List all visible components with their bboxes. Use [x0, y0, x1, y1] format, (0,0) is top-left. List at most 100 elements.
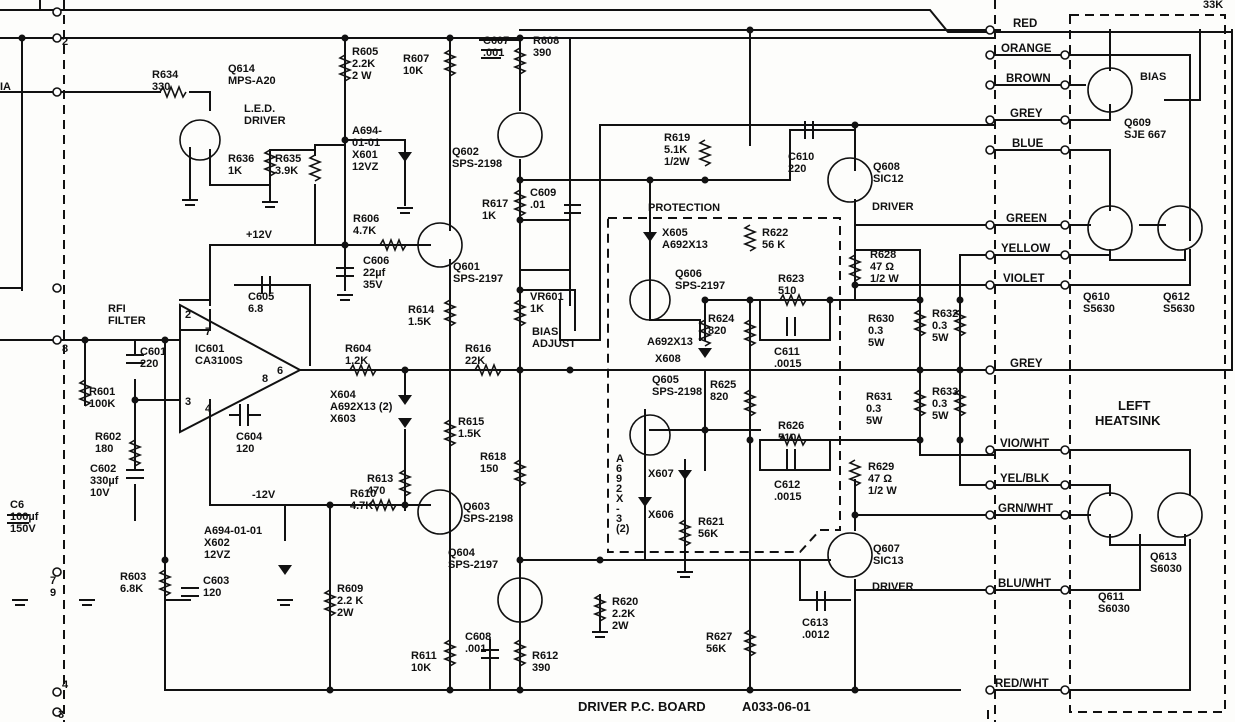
label-r635-line: R635: [275, 153, 301, 165]
grounds: [12, 199, 693, 638]
label-minus12: -12V: [252, 489, 276, 501]
label-r602-line: 180: [95, 443, 113, 455]
junction-dots: [18, 26, 964, 694]
label-drv1: DRIVER: [872, 201, 914, 213]
label-ic601-line: CA3100S: [195, 355, 243, 367]
label-c612-line: C612: [774, 479, 800, 491]
label-r625-line: 820: [710, 391, 728, 403]
label-r606-line: R606: [353, 213, 379, 225]
wire-label-blue: BLUE: [1012, 138, 1044, 150]
label-x604-line: A692X13 (2): [330, 401, 393, 413]
label-r614-line: R614: [408, 304, 435, 316]
label-plus12-line: +12V: [246, 229, 273, 241]
label-r629-line: 1/2 W: [868, 485, 897, 497]
label-c612-line: .0015: [774, 491, 802, 503]
label-r625-line: R625: [710, 379, 736, 391]
label-r628-line: R628: [870, 249, 896, 261]
label-c6-line: 100µf: [10, 511, 39, 523]
label-c608-line: C608: [465, 631, 491, 643]
label-r601-line: 100K: [89, 398, 115, 410]
label-r636-line: R636: [228, 153, 254, 165]
wire-label-grey-2: GREY: [1010, 358, 1043, 370]
label-x608-line: X608: [655, 353, 681, 365]
label-r632-line: 5W: [932, 332, 949, 344]
label-q602-line: Q602: [452, 146, 479, 158]
ic601-opamp: [179, 303, 303, 434]
board-title: DRIVER P.C. BOARD: [578, 699, 706, 714]
label-c613: C613.0012: [802, 617, 830, 641]
label-c603-line: 120: [203, 587, 221, 599]
label-r626-line: 510: [778, 432, 796, 444]
label-a692b: A692X13: [647, 336, 693, 348]
label-c613-line: C613: [802, 617, 828, 629]
label-biasq-line: BIAS: [1140, 71, 1166, 83]
label-x607: X607: [648, 468, 674, 480]
label-c611-line: .0015: [774, 358, 802, 370]
label-q612-line: S5630: [1163, 303, 1195, 315]
heatsink-label-1: LEFT: [1118, 398, 1151, 413]
label-r632-line: R632: [932, 308, 958, 320]
label-q613-line: S6030: [1150, 563, 1182, 575]
label-r603-line: R603: [120, 571, 146, 583]
label-r620-line: R620: [612, 596, 638, 608]
label-plus12: +12V: [246, 229, 273, 241]
label-q614-line: MPS-A20: [228, 75, 276, 87]
label-a694b-line: X602: [204, 537, 230, 549]
pin-7: 7: [205, 326, 211, 338]
label-r604-line: 1.2K: [345, 355, 368, 367]
label-r634-line: 330: [152, 81, 170, 93]
label-r622-line: 56 K: [762, 239, 785, 251]
label-c609-line: C609: [530, 187, 556, 199]
label-r618-line: 150: [480, 463, 498, 475]
label-q610-line: S5630: [1083, 303, 1115, 315]
label-r611-line: 10K: [411, 662, 431, 674]
label-q609-line: Q609: [1124, 117, 1151, 129]
diodes: [278, 152, 712, 575]
label-r604-line: R604: [345, 343, 372, 355]
label-a694a-line: 12VZ: [352, 161, 379, 173]
label-c611-line: C611: [774, 346, 800, 358]
label-c608: C608.001: [465, 631, 491, 655]
label-q607-line: Q607: [873, 543, 900, 555]
label-c601-line: C601: [140, 346, 166, 358]
label-r630-line: 5W: [868, 337, 885, 349]
label-c609-line: .01: [530, 199, 545, 211]
label-r629-line: 47 Ω: [868, 473, 892, 485]
label-r624-line: 820: [708, 325, 726, 337]
label-c607: C607.001: [483, 35, 509, 59]
label-r609-line: 2.2 K: [337, 595, 363, 607]
label-x607-line: X607: [648, 468, 674, 480]
label-r608-line: R608: [533, 35, 559, 47]
label-a694b-line: 12VZ: [204, 549, 231, 561]
label-c607-line: .001: [483, 47, 504, 59]
label-c602-line: 10V: [90, 487, 110, 499]
label-a692v-line: X: [616, 493, 624, 505]
label-r609-line: 2W: [337, 607, 354, 619]
label-x605-line: X605: [662, 227, 688, 239]
pin-6: 6: [277, 365, 283, 377]
label-a692v-line: (2): [616, 523, 630, 535]
